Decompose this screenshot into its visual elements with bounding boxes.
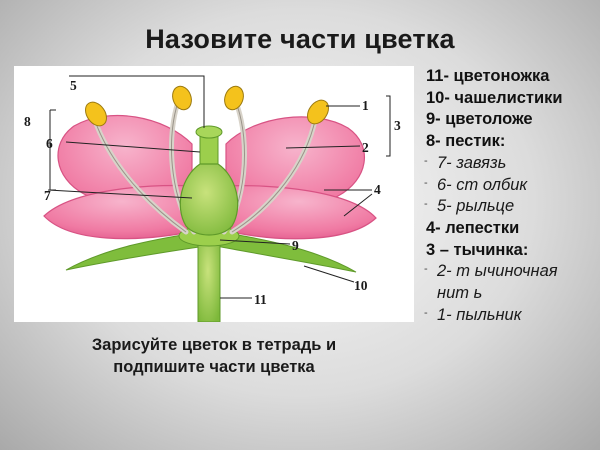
legend-item-7: -7- завязь <box>423 153 600 175</box>
legend-item-6: -6- ст олбик <box>423 175 600 197</box>
sepal-left <box>65 231 207 271</box>
caption-line-2: подпишите части цветка <box>113 358 315 376</box>
legend-item-5: -5- рыльце <box>423 196 600 218</box>
legend-item-9: 9- цветоложе <box>426 110 533 129</box>
flower-stalk <box>197 235 221 322</box>
label-8: 8 <box>24 114 31 129</box>
petal-lower-left <box>43 184 201 240</box>
label-4: 4 <box>374 182 381 197</box>
label-11: 11 <box>254 292 267 307</box>
legend-item-4: 4- лепестки <box>426 218 520 237</box>
pistil-stigma <box>195 125 223 139</box>
label-5: 5 <box>70 78 77 93</box>
legend-item-8: 8- пестик: <box>426 132 506 151</box>
pistil-style <box>199 135 219 167</box>
anther-3 <box>224 85 244 111</box>
anther-4 <box>307 99 329 125</box>
label-10: 10 <box>354 278 368 293</box>
legend-item-2-cont: нит ь <box>437 284 483 303</box>
caption-line-1: Зарисуйте цветок в тетрадь и <box>91 336 337 354</box>
label-2: 2 <box>362 140 369 155</box>
label-9: 9 <box>292 238 299 253</box>
legend-item-2: -2- т ычиночная <box>423 261 600 283</box>
bullet-dash: - <box>424 198 428 211</box>
petal-lower-right <box>221 185 377 240</box>
bullet-dash: - <box>424 263 428 276</box>
legend-item-3: 3 – тычинка: <box>426 240 529 259</box>
label-6: 6 <box>46 136 53 151</box>
label-3: 3 <box>394 118 401 133</box>
parts-legend: 11- цветоножка 10- чашелистики 9- цветол… <box>423 66 600 326</box>
legend-item-10: 10- чашелистики <box>426 88 563 107</box>
slide-title: Назовите части цветка <box>145 24 455 54</box>
flower-diagram: 5 6 8 7 1 3 2 4 9 10 11 <box>14 66 414 322</box>
legend-item-11: 11- цветоножка <box>426 67 550 85</box>
flower-illustration: 5 6 8 7 1 3 2 4 9 10 11 <box>24 75 401 322</box>
pistil-ovary <box>179 163 239 236</box>
bullet-dash: - <box>424 306 428 319</box>
legend-item-1: -1- пыльник <box>423 305 600 327</box>
bullet-dash: - <box>424 176 428 189</box>
task-caption: Зарисуйте цветок в тетрадь и подпишите ч… <box>42 334 386 378</box>
anther-2 <box>172 85 192 111</box>
label-1: 1 <box>362 98 369 113</box>
label-7: 7 <box>44 188 51 203</box>
anther-1 <box>85 101 107 127</box>
bullet-dash: - <box>424 154 428 167</box>
